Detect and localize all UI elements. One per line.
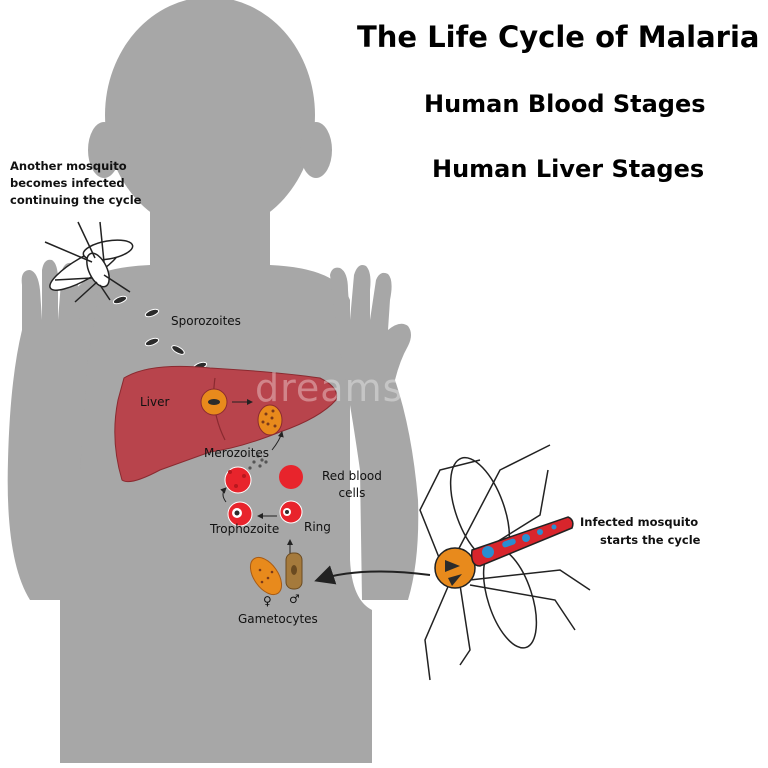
- infected-mosquito-label: Infected mosquito starts the cycle: [580, 515, 701, 547]
- another-mosquito-label: Another mosquito becomes infected contin…: [10, 159, 142, 207]
- red-blood-cells-label: Red blood cells: [322, 469, 382, 500]
- main-title: The Life Cycle of Malaria: [357, 20, 760, 54]
- liver-organ: [114, 365, 338, 483]
- ring-label: Ring: [304, 520, 331, 534]
- male-symbol: ♂: [289, 592, 300, 606]
- female-symbol: ♀: [263, 594, 272, 608]
- merozoite-dots: [248, 454, 268, 470]
- uninfected-mosquito-icon: [44, 221, 134, 303]
- merozoites-label: Merozoites: [204, 446, 270, 460]
- gametocytes-label: Gametocytes: [238, 612, 318, 626]
- watermark-text: dreamstime: [255, 366, 494, 410]
- watermark: [433, 354, 527, 407]
- infection-arrow: [314, 565, 431, 585]
- blood-stages-title: Human Blood Stages: [424, 90, 706, 118]
- liver-label: Liver: [140, 395, 170, 409]
- trophozoite-label: Trophozoite: [210, 522, 280, 536]
- gametocytes: [249, 552, 303, 596]
- sporozoites-label: Sporozoites: [171, 314, 241, 328]
- liver-stages-title: Human Liver Stages: [432, 155, 705, 183]
- blood-stage-cells: [224, 465, 303, 527]
- infected-mosquito-icon: [419, 444, 591, 681]
